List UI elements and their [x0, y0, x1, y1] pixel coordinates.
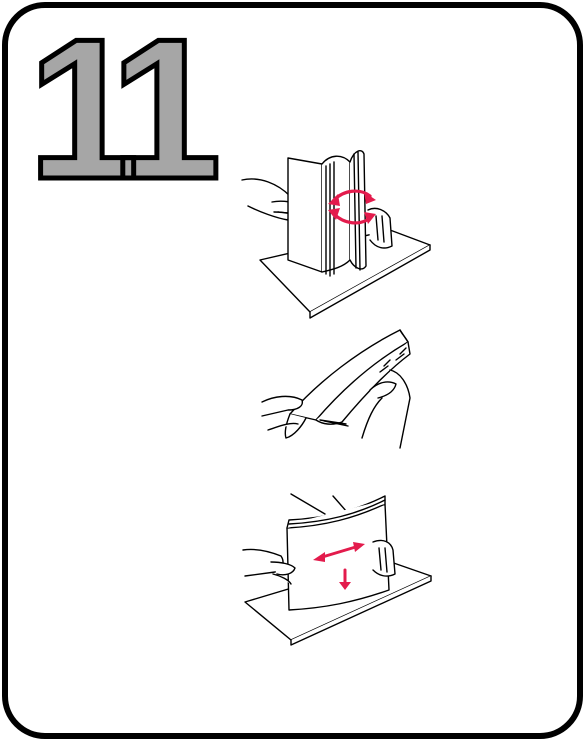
step-number: 11 — [28, 10, 203, 210]
flexing-paper-stack-icon — [250, 320, 420, 460]
straightening-paper-stack-icon — [235, 490, 435, 650]
fanning-paper-stack-icon — [230, 140, 440, 320]
